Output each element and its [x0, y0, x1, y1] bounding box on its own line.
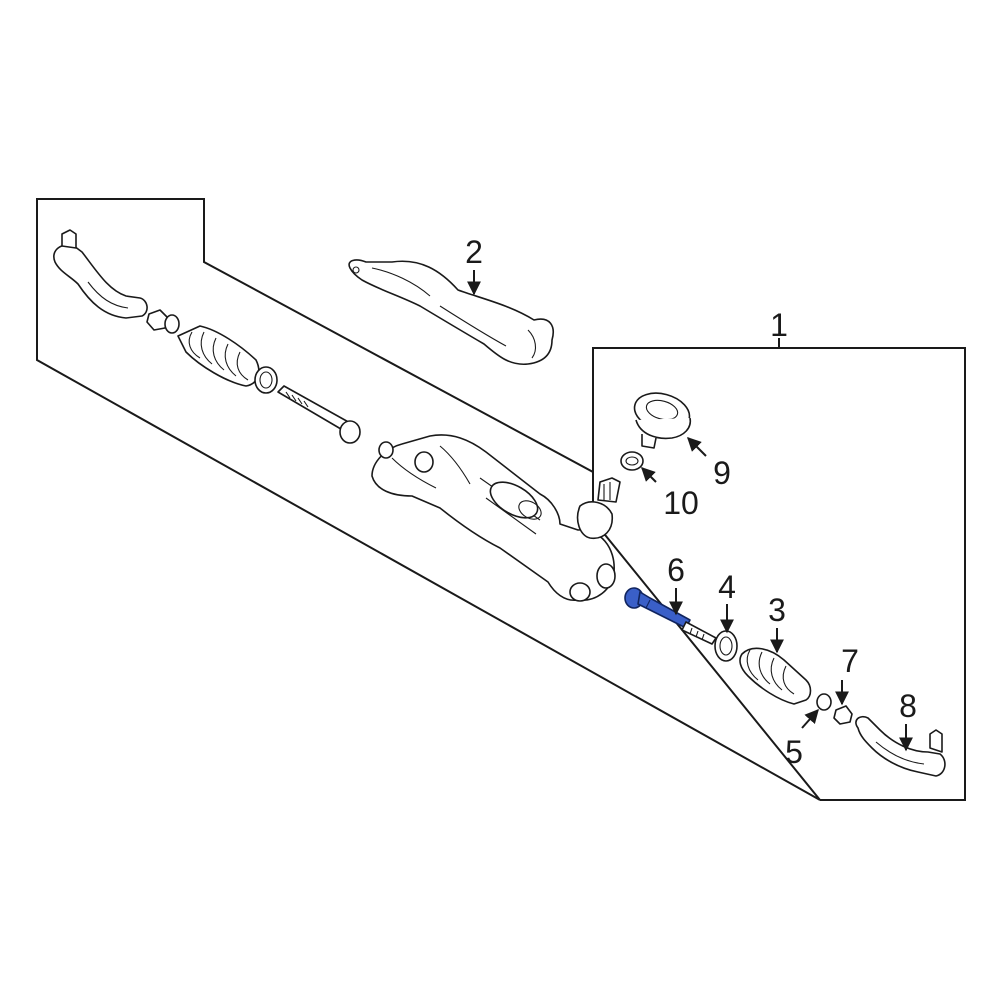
callout-6: 6: [667, 552, 685, 588]
inner-tie-rod-highlighted: [624, 587, 717, 645]
callout-8: 8: [899, 688, 917, 724]
bellows-boot: [739, 647, 812, 705]
pinion-seal-ring: [620, 451, 644, 471]
callout-5: 5: [785, 734, 803, 770]
boot-clamp: [714, 630, 738, 662]
leader-9: [687, 437, 707, 457]
small-boot-clamp: [816, 693, 832, 711]
leader-5: [801, 708, 819, 729]
left-boot-clamp-small: [164, 314, 180, 334]
leader-10: [641, 467, 657, 483]
left-bellows-boot: [177, 325, 260, 387]
callout-7: 7: [841, 643, 859, 679]
callout-9: 9: [713, 455, 731, 491]
pinion-dust-boot: [633, 392, 692, 449]
jam-nut: [833, 705, 853, 725]
heat-shield: [348, 259, 554, 366]
callout-1: 1: [770, 307, 788, 343]
assembly-1-frame: [592, 347, 966, 801]
callout-3: 3: [768, 592, 786, 628]
left-outer-tie-rod-end: [53, 229, 148, 319]
callout-10: 10: [663, 485, 699, 521]
outer-tie-rod-end: [855, 715, 946, 777]
left-boot-clamp-large: [254, 366, 278, 394]
callout-2: 2: [465, 234, 483, 270]
left-inner-tie-rod: [277, 385, 361, 444]
steering-gear-housing: [371, 434, 621, 602]
left-assembly-frame: [36, 198, 821, 801]
callout-4: 4: [718, 569, 736, 605]
